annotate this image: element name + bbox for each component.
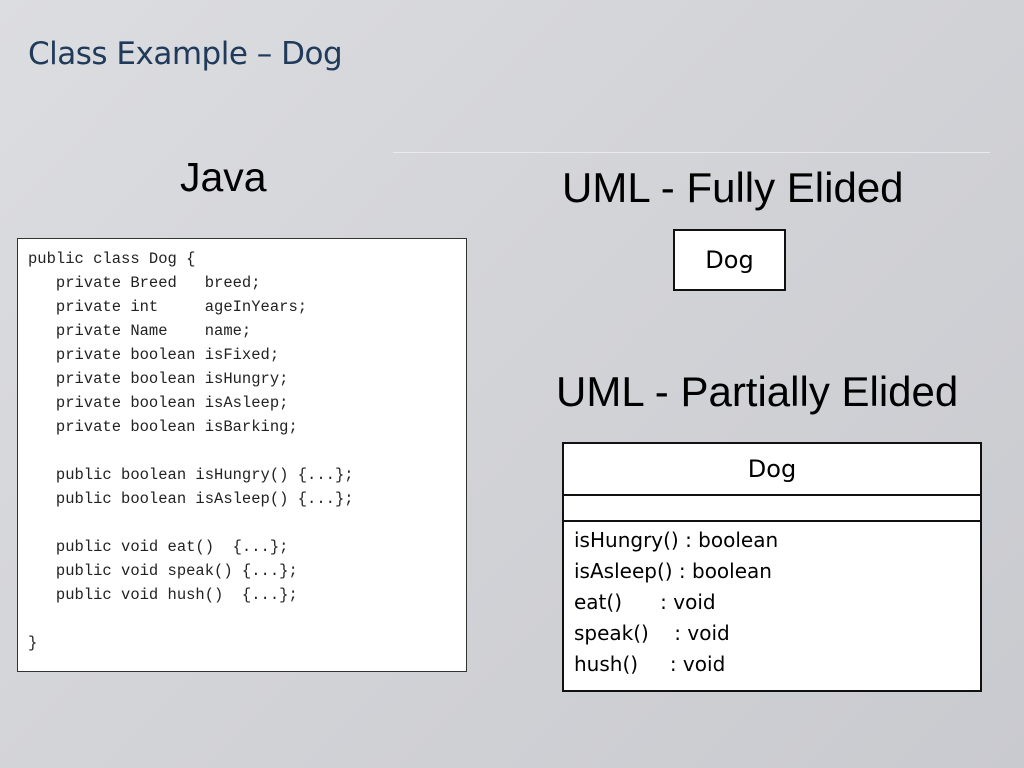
- code-line: private Name name;: [28, 322, 252, 340]
- uml-class-name-compartment: Dog: [564, 444, 980, 496]
- uml-partially-elided-heading: UML - Partially Elided: [556, 368, 959, 415]
- code-line: public class Dog {: [28, 250, 196, 268]
- uml-class-name: Dog: [747, 455, 797, 483]
- uml-attributes-compartment: [564, 496, 980, 522]
- java-heading: Java: [180, 154, 267, 200]
- code-line: [28, 607, 466, 631]
- code-line: private int ageInYears;: [28, 298, 308, 316]
- uml-class-name: Dog: [705, 246, 754, 274]
- code-line: private Breed breed;: [28, 274, 261, 292]
- code-line: public void speak() {...};: [28, 562, 298, 580]
- code-line: }: [28, 634, 38, 652]
- code-line: [28, 439, 466, 463]
- code-line: public void eat() {...};: [28, 538, 289, 556]
- code-line: private boolean isHungry;: [28, 370, 289, 388]
- uml-operation: eat() : void: [574, 590, 716, 614]
- uml-fully-elided-heading: UML - Fully Elided: [562, 164, 904, 211]
- code-line: public void hush() {...};: [28, 586, 298, 604]
- uml-operation: speak() : void: [574, 621, 730, 645]
- code-line: [28, 511, 466, 535]
- uml-operation: isHungry() : boolean: [574, 528, 779, 552]
- java-code-block: public class Dog { private Breed breed; …: [17, 238, 467, 672]
- code-line: public boolean isAsleep() {...};: [28, 490, 354, 508]
- uml-operations-compartment: isHungry() : boolean isAsleep() : boolea…: [564, 522, 980, 680]
- slide-title: Class Example – Dog: [28, 36, 343, 72]
- uml-partially-elided-class-box: Dog isHungry() : boolean isAsleep() : bo…: [562, 442, 982, 692]
- uml-operation: isAsleep() : boolean: [574, 559, 772, 583]
- code-line: private boolean isBarking;: [28, 418, 298, 436]
- code-line: private boolean isAsleep;: [28, 394, 289, 412]
- header-divider: [393, 152, 990, 153]
- uml-fully-elided-class-box: Dog: [673, 229, 786, 291]
- code-line: public boolean isHungry() {...};: [28, 466, 354, 484]
- code-line: private boolean isFixed;: [28, 346, 280, 364]
- uml-operation: hush() : void: [574, 652, 726, 676]
